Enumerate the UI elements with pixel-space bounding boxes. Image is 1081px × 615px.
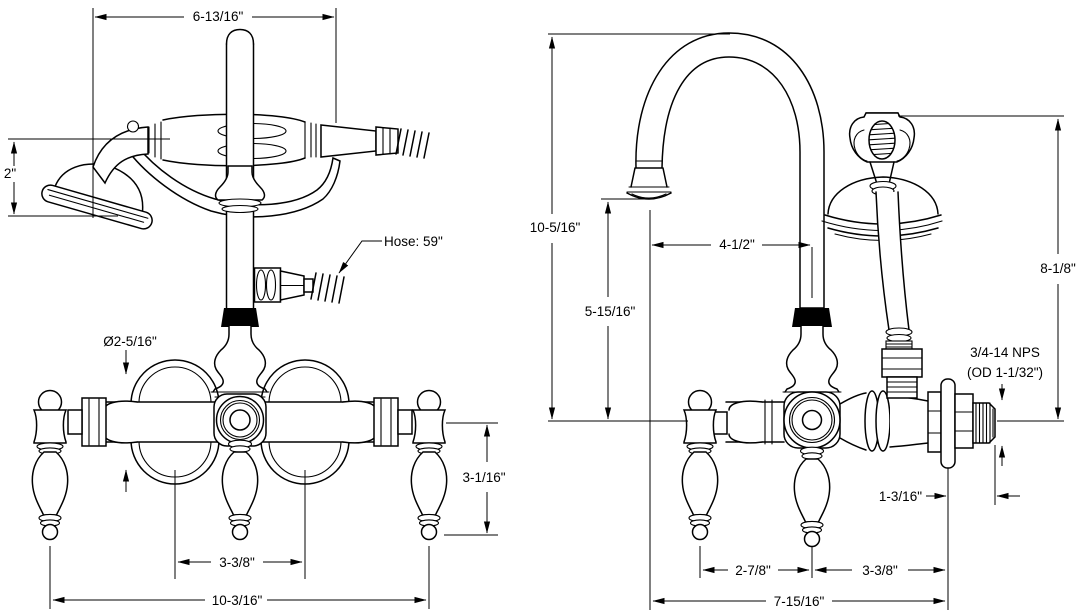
wall-hex-nut [927,391,942,453]
diverter-valve-side [783,391,841,449]
side-view: 10-5/16" 5-15/16" 4-1/2" 8-1/8" 3/4-14 N… [530,32,1076,610]
hose-tee [253,267,345,304]
diverter-valve-front [213,393,267,447]
extension-lines-front [8,8,498,609]
dim-label-body-diameter: Ø2-5/16" [103,334,157,349]
handshower-neck [92,126,149,185]
dim-label-handle-spacing: 2-7/8" [735,563,771,578]
union-hex [954,393,974,449]
dim-label-spout-reach: 4-1/2" [719,237,755,252]
dim-label-nipple-length: 1-3/16" [879,489,922,504]
dim-label-spout-height: 10-5/16" [530,220,581,235]
handshower-cradled [821,112,943,242]
pipe-seal-band [221,308,259,327]
front-view: 6-13/16" 2" Hose: 59" Ø2-5/16" 3-1/16" 3… [4,8,506,609]
spout-seal-band [792,308,832,327]
dimension-lines-front [10,13,491,604]
gooseneck-spout [626,32,825,309]
cradle-collar [214,165,266,214]
dim-label-top-width: 6-13/16" [193,9,244,24]
handshower-nub [126,120,140,133]
valve-lobes [130,359,350,485]
dimensions-front: 6-13/16" 2" Hose: 59" Ø2-5/16" 3-1/16" 3… [4,8,506,609]
hose-coil-right [395,128,430,159]
diverter-lever-front [221,439,259,541]
dim-label-handshower-height: 8-1/8" [1040,261,1076,276]
handshower-handle-side [875,191,923,399]
dim-label-outlet-height: 5-15/16" [585,304,636,319]
dim-label-handle-length: 3-1/16" [462,470,505,485]
handshower-head [41,163,153,230]
escutcheon-flange [940,378,956,469]
handshower-outlet [320,124,430,159]
dim-label-overall-width-front: 10-3/16" [212,593,263,608]
coupling-rib [875,390,891,452]
hose-coil-bottom [310,272,345,304]
dimensions-side: 10-5/16" 5-15/16" 4-1/2" 8-1/8" 3/4-14 N… [530,33,1076,610]
handshower-dome [827,176,939,215]
dim-label-head-height: 2" [4,166,17,181]
dimension-lines-side [548,36,1062,605]
thread-spec-label: 3/4-14 NPS [970,345,1040,360]
dim-label-port-spacing: 3-3/8" [219,555,255,570]
dim-label-overall-width-side: 7-15/16" [774,594,825,609]
hose-length-label: Hose: 59" [384,234,443,249]
diverter-lever-side [793,446,831,548]
dim-label-center-to-wall: 3-3/8" [862,563,898,578]
threaded-nipple [972,402,996,444]
thread-od-label: (OD 1-1/32") [967,365,1043,380]
faucet-body-side [712,378,996,469]
extension-lines-side [548,33,1064,610]
